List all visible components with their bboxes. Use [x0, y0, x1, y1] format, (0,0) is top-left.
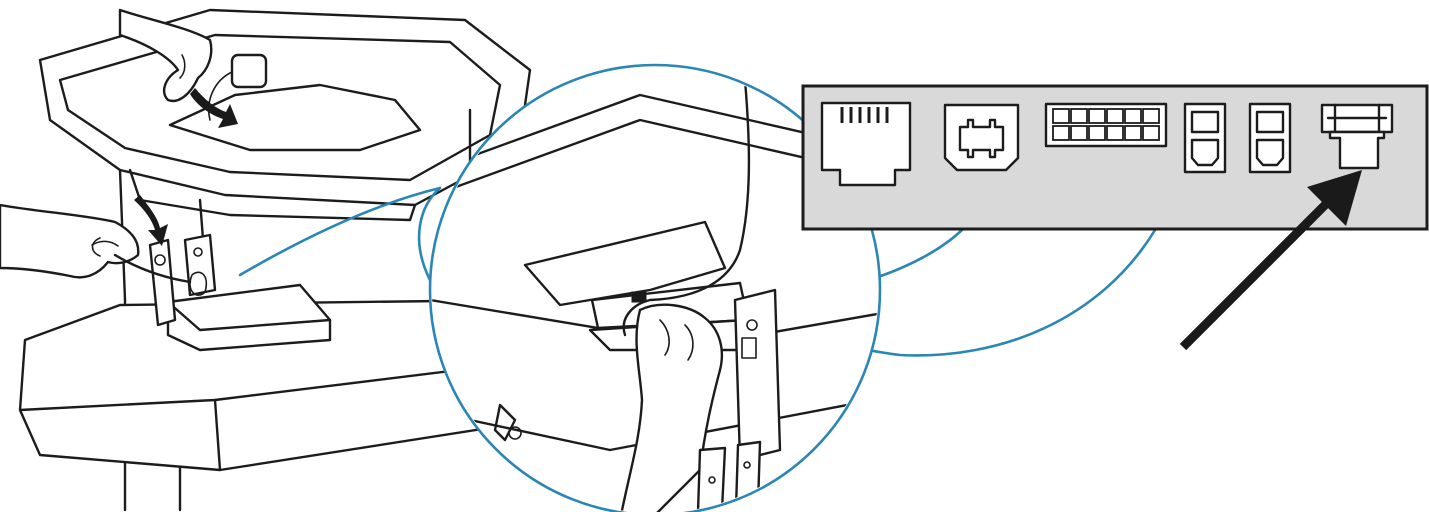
power-adapter [208, 53, 268, 121]
pointer-arrow-icon [1179, 170, 1362, 351]
hand-top [118, 8, 213, 103]
power-port-icon [1320, 103, 1394, 170]
magnified-detail [428, 63, 882, 512]
usb-b-port-icon [943, 103, 1020, 172]
rj45-port-icon [820, 101, 912, 187]
small-connector-icon [1183, 102, 1227, 174]
hand-left [0, 203, 140, 279]
multi-pin-connector-icon [1044, 102, 1168, 148]
curved-arrow-icon [190, 88, 238, 128]
curved-arrow-icon [134, 195, 168, 246]
cart-base [18, 283, 542, 472]
cart-illustration [0, 8, 542, 512]
plug-icon [631, 291, 647, 303]
mount-bracket [148, 233, 217, 327]
small-connector-icon [1248, 102, 1292, 174]
